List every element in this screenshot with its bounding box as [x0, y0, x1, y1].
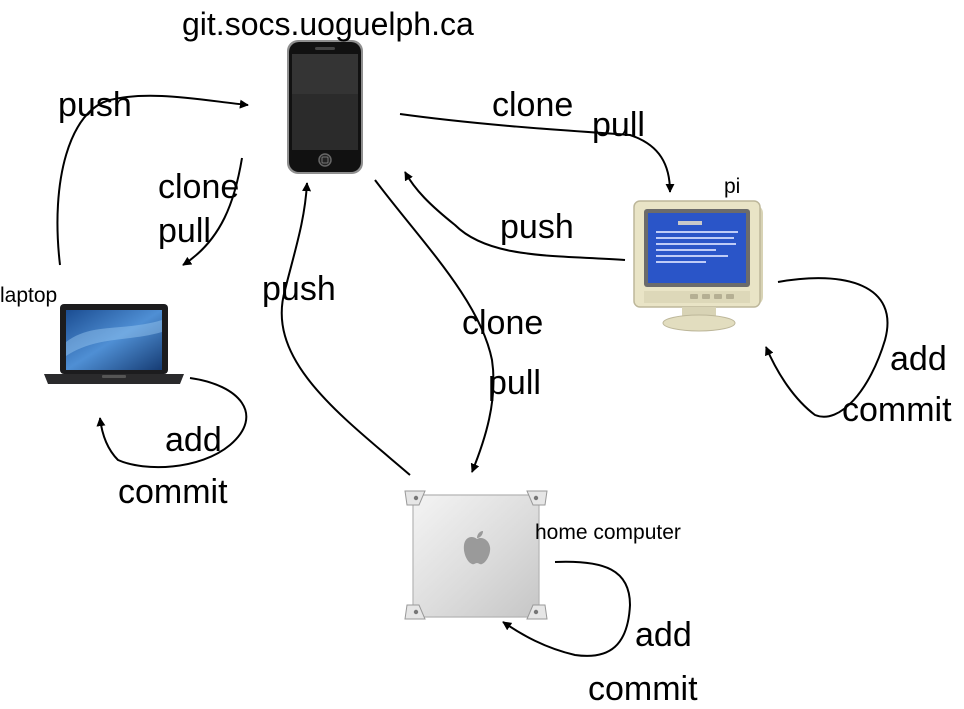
arrow-home-loop	[502, 560, 632, 657]
home-computer-label: home computer	[535, 521, 681, 544]
server-home-pull-label: pull	[488, 364, 541, 402]
clone-text: clone	[158, 168, 240, 206]
laptop-icon	[44, 304, 184, 384]
pull-text: pull	[158, 212, 211, 250]
pi-push-label: push	[500, 208, 574, 246]
arrow-server-clone-pi	[399, 113, 675, 193]
server-pi-clone-label: clone	[492, 86, 574, 124]
pi-label: pi	[724, 175, 741, 198]
arrow-server-clone-laptop	[182, 157, 243, 266]
laptop-push-label: push	[58, 86, 132, 124]
home-push-label: push	[262, 270, 336, 308]
laptop-add-label: add	[165, 421, 222, 459]
laptop-label: laptop	[0, 284, 58, 307]
pi-commit-label: commit	[842, 391, 952, 429]
arrow-pi-loop	[765, 277, 889, 418]
arrow-server-clone-home	[374, 179, 495, 473]
server-home-clone-label: clone	[462, 304, 544, 342]
server-pi-pull-label: pull	[592, 106, 645, 144]
crt-monitor-icon	[633, 200, 763, 332]
pi-add-label: add	[890, 340, 947, 378]
laptop-commit-label: commit	[118, 473, 228, 511]
server-label: git.socs.uoguelph.ca	[182, 6, 474, 42]
iphone-icon	[287, 40, 363, 174]
power-mac-tower-icon	[404, 490, 548, 620]
arrow-home-push	[280, 182, 411, 476]
home-add-label: add	[635, 616, 692, 654]
server-laptop-clone-pull-label: clone pull	[158, 165, 239, 253]
home-commit-label: commit	[588, 670, 698, 708]
arrow-laptop-push	[56, 94, 249, 266]
apple-logo-icon	[463, 531, 491, 565]
arrow-pi-push	[404, 171, 626, 261]
arrow-laptop-loop	[96, 377, 248, 469]
